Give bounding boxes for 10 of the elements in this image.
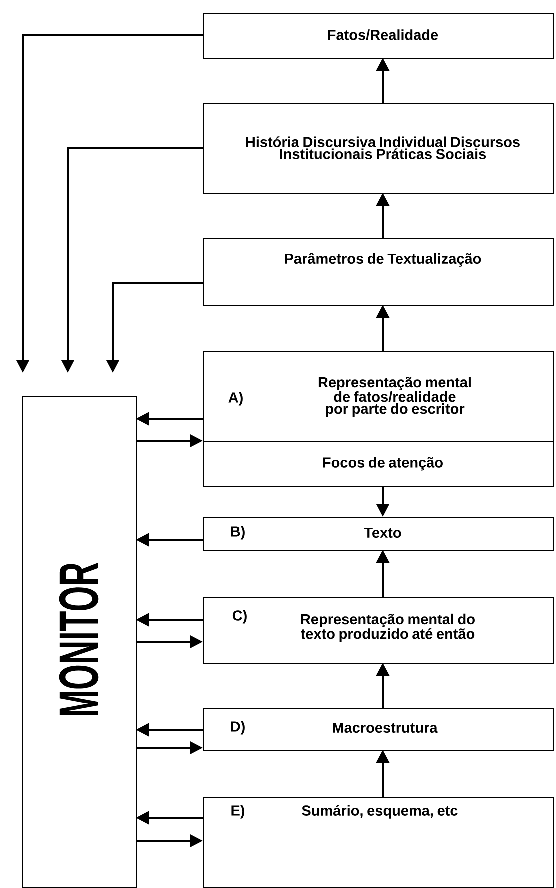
process-box: História Discursiva Individual Discursos Institucionais Práticas Sociais	[203, 103, 554, 194]
process-box: A) Representação mental de fatos/realidade por parte do escritor	[203, 351, 554, 442]
process-box: E) Sumário, esquema, etc	[203, 797, 554, 888]
process-box: Fatos/Realidade	[203, 13, 554, 59]
process-box: D) Macroestrutura	[203, 708, 554, 751]
process-box: Parâmetros de Textualização	[203, 238, 554, 306]
monitor-box: MONITOR	[22, 396, 137, 888]
process-box: B) Texto	[203, 517, 554, 551]
process-box: C) Representação mental do texto produzido até então	[203, 597, 554, 664]
process-box: Focos de atenção	[203, 441, 554, 487]
